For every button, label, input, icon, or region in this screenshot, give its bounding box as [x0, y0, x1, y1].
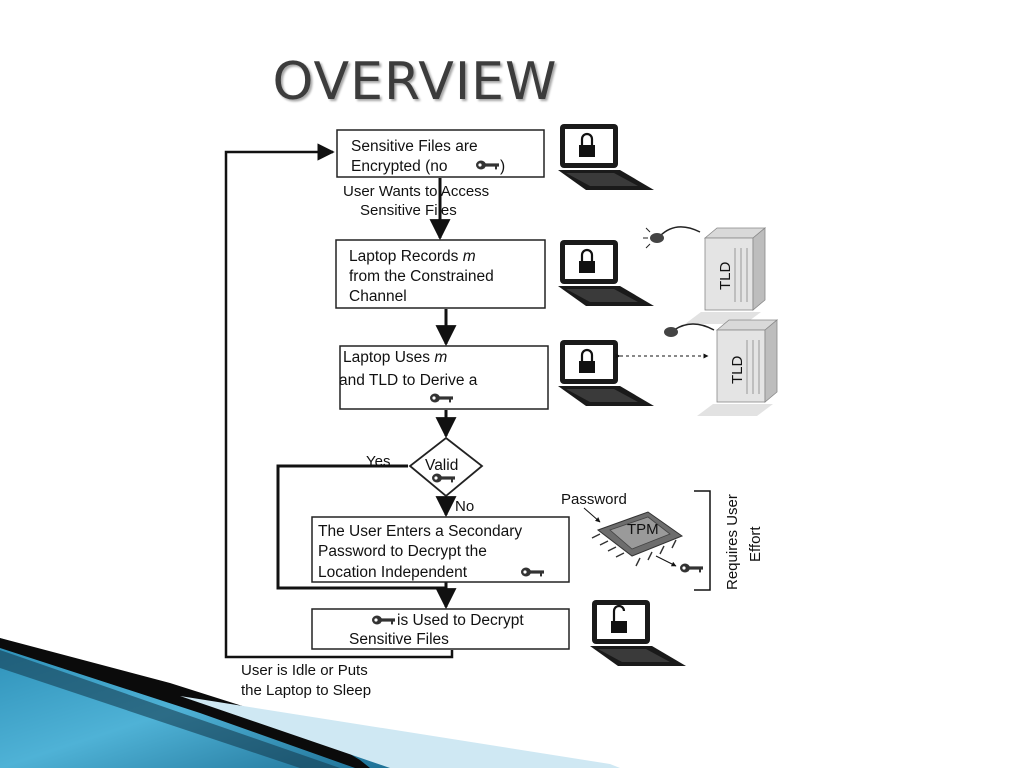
- yes-path-line: [276, 464, 446, 590]
- step-files-encrypted: Sensitive Files are Encrypted (no ): [336, 129, 545, 178]
- password-label: Password: [561, 491, 627, 508]
- step2-line1: Laptop Records m: [349, 248, 476, 265]
- password-arrow: [583, 507, 601, 523]
- laptop-unlocked-icon: [590, 600, 686, 666]
- effort-label-line1: Requires User: [724, 494, 741, 590]
- laptop-locked-icon: [558, 240, 654, 306]
- loop-back-arrow: [224, 143, 454, 659]
- laptop-locked-icon: [558, 124, 654, 190]
- key-icon: [680, 563, 703, 573]
- step4-line1: The User Enters a Secondary: [318, 523, 522, 540]
- slide-title: OVERVIEW: [272, 52, 558, 112]
- edge-label-access-line1: User Wants to Access: [343, 183, 489, 200]
- step1-line1: Sensitive Files are: [351, 138, 478, 155]
- corner-decoration: [0, 638, 620, 768]
- step4-line3: Location Independent: [318, 564, 468, 581]
- tld-label: TLD: [729, 355, 746, 384]
- loop-label-line2: the Laptop to Sleep: [241, 682, 371, 699]
- decision-no-label: No: [455, 498, 474, 515]
- tld-server-icon: TLD: [684, 227, 766, 325]
- step-secondary-password: The User Enters a Secondary Password to …: [311, 516, 570, 583]
- tld-server-icon: TLD: [696, 319, 778, 417]
- sensor-icon: [664, 323, 715, 337]
- step3-line1: Laptop Uses m: [343, 349, 447, 366]
- laptop-locked-icon: [558, 340, 654, 406]
- step2-line3: Channel: [349, 288, 407, 305]
- effort-label-line2: Effort: [747, 526, 764, 562]
- step3-line2: and TLD to Derive a: [339, 372, 478, 389]
- step-derive-key: Laptop Uses m and TLD to Derive a: [339, 345, 549, 410]
- step5-line1: is Used to Decrypt: [397, 612, 524, 629]
- step5-line2: Sensitive Files: [349, 631, 449, 648]
- decision-valid-key: Valid: [408, 436, 484, 498]
- step-laptop-records: Laptop Records m from the Constrained Ch…: [335, 239, 546, 309]
- tld-label: TLD: [717, 261, 734, 290]
- loop-label-line1: User is Idle or Puts: [241, 662, 368, 679]
- step4-line2: Password to Decrypt the: [318, 543, 487, 560]
- edge-label-access-line2: Sensitive Files: [360, 202, 457, 219]
- tpm-chip-icon: TPM: [591, 511, 684, 567]
- step2-line2: from the Constrained: [349, 268, 494, 285]
- step-decrypt-files: is Used to Decrypt Sensitive Files: [311, 608, 570, 650]
- effort-bracket: [694, 490, 711, 591]
- step1-line2-suffix: ): [500, 158, 505, 175]
- step1-line2: Encrypted (no: [351, 158, 448, 175]
- tpm-key-arrow: [655, 555, 677, 567]
- sensor-icon: [643, 226, 701, 249]
- decision-label: Valid: [425, 457, 458, 474]
- tpm-label: TPM: [627, 521, 659, 538]
